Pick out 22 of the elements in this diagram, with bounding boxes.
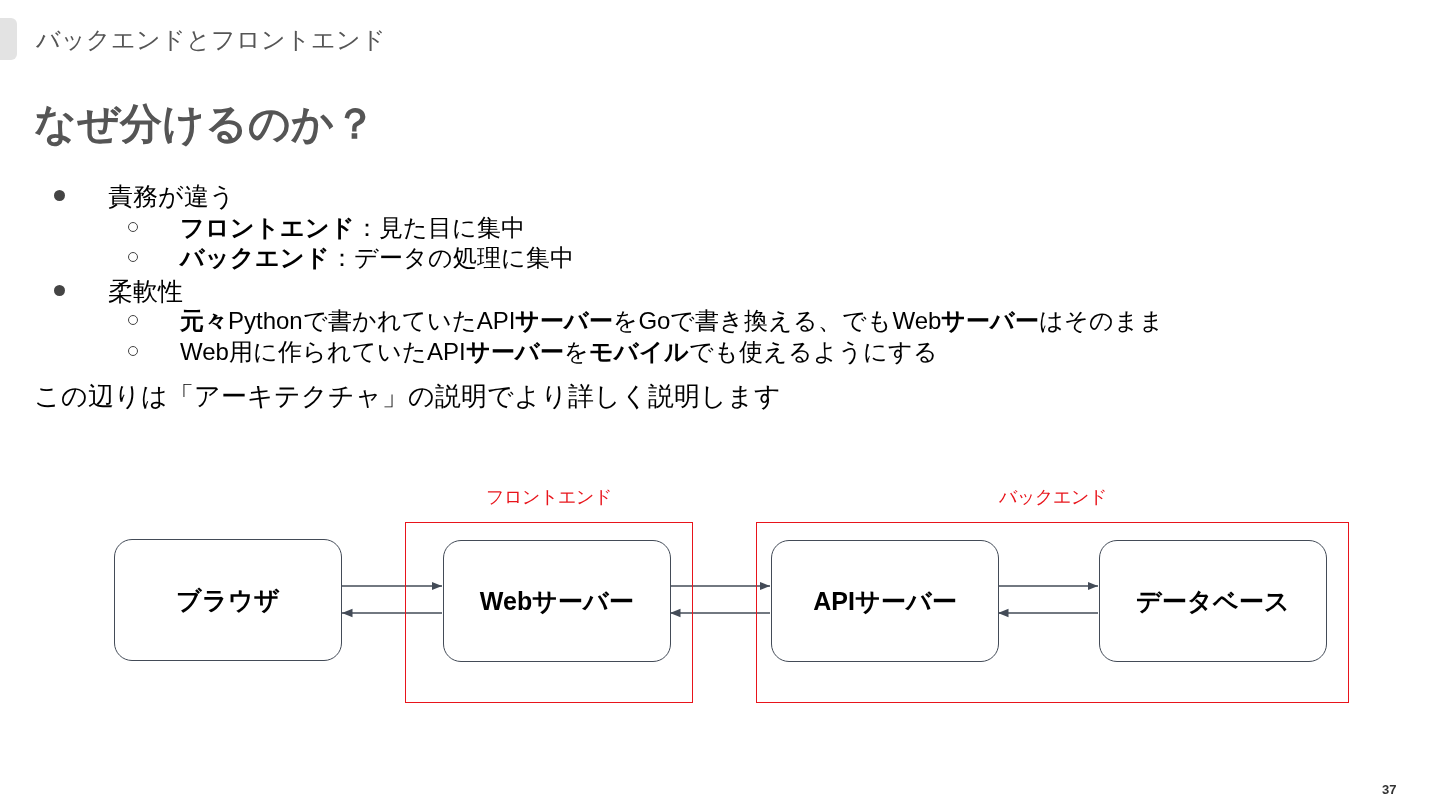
- bullet-text: Web用に作られていたAPIサーバーをモバイルでも使えるようにする: [180, 337, 938, 367]
- note-text: この辺りは「アーキテクチャ」の説明でより詳しく説明します: [34, 380, 781, 413]
- bullet-text: 元々Pythonで書かれていたAPIサーバーをGoで書き換える、でもWebサーバーはそのまま: [180, 306, 1165, 336]
- process-box: データベース: [1099, 540, 1327, 662]
- arrow: [997, 581, 1099, 591]
- arrow: [669, 581, 771, 591]
- slide-title: なぜ分けるのか？: [34, 99, 376, 149]
- process-box: APIサーバー: [771, 540, 999, 662]
- arrow: [341, 581, 443, 591]
- bullet-text: 責務が違う: [108, 181, 235, 212]
- process-box: Webサーバー: [443, 540, 671, 662]
- arrow: [341, 608, 443, 618]
- bullet-text: フロントエンド：見た目に集中: [180, 213, 525, 243]
- process-box: ブラウザ: [114, 539, 342, 661]
- arrow: [997, 608, 1099, 618]
- section-heading: バックエンドとフロントエンド: [36, 25, 386, 55]
- bullet-text: 柔軟性: [108, 276, 183, 307]
- bullet-text: バックエンド：データの処理に集中: [180, 243, 574, 273]
- arrow: [669, 608, 771, 618]
- group-heading: バックエンド: [997, 486, 1108, 509]
- group-heading: フロントエンド: [485, 486, 613, 509]
- page-number: 37: [1382, 782, 1397, 797]
